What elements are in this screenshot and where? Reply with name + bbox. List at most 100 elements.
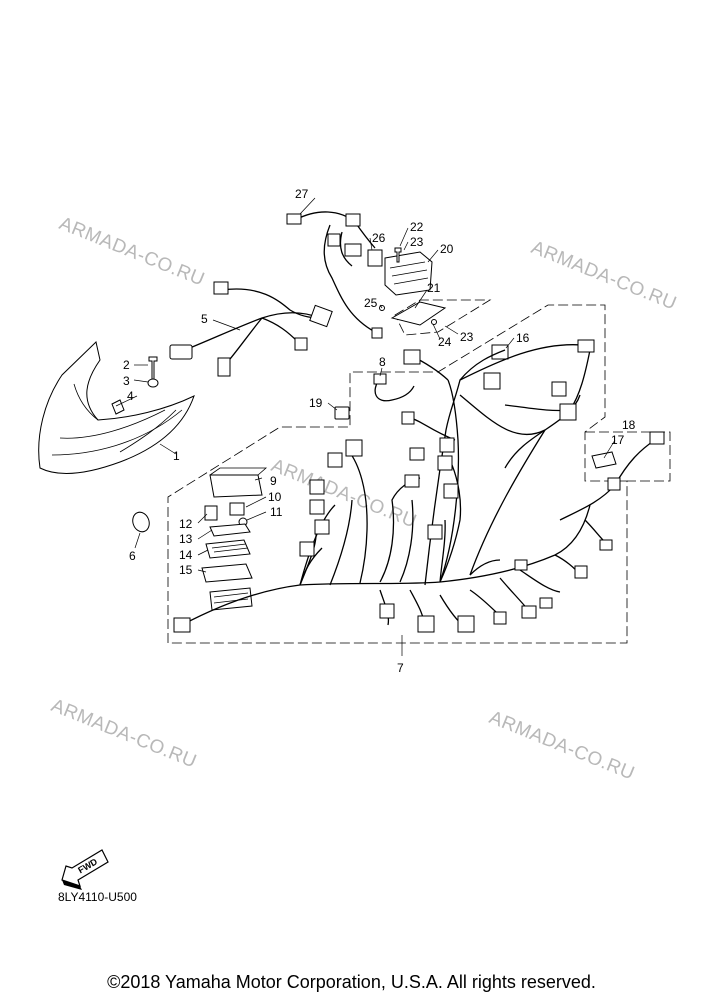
clip — [111, 399, 125, 415]
relay-9 — [209, 474, 263, 498]
callout-21: 21 — [427, 281, 441, 295]
connector — [401, 411, 415, 425]
callout-15: 15 — [179, 563, 193, 577]
connector — [574, 565, 588, 579]
connector — [344, 243, 362, 257]
callout-4: 4 — [127, 389, 134, 403]
connector — [403, 349, 421, 365]
cover-15 — [201, 563, 253, 583]
headlight-sub-harness — [169, 281, 333, 377]
sub-lead-outline — [585, 431, 671, 482]
callout-5: 5 — [201, 312, 208, 326]
callout-14: 14 — [179, 548, 193, 562]
relay-10 — [229, 502, 245, 516]
connector — [169, 344, 193, 360]
connector — [286, 213, 302, 225]
watermark: ARMADA-CO.RU — [56, 213, 207, 290]
callout-labels: 1 2 3 4 5 6 7 8 9 10 11 12 13 14 15 16 1… — [123, 187, 636, 675]
connector — [514, 559, 528, 571]
callout-27: 27 — [295, 187, 309, 201]
callout-10: 10 — [268, 490, 282, 504]
connector — [551, 381, 567, 397]
callout-6: 6 — [129, 549, 136, 563]
connector — [309, 479, 325, 495]
connector — [379, 603, 395, 619]
relay-assembly-outline — [394, 299, 492, 336]
headlight-cowl — [38, 341, 195, 474]
callout-18: 18 — [622, 418, 636, 432]
connector — [327, 233, 341, 247]
callout-16: 16 — [516, 331, 530, 345]
connector — [483, 372, 501, 390]
callout-25: 25 — [364, 296, 378, 310]
lead-8 — [373, 373, 415, 402]
connector — [309, 499, 325, 515]
connector — [404, 474, 420, 488]
callout-1: 1 — [173, 449, 180, 463]
connector — [409, 447, 425, 461]
callout-17: 17 — [611, 433, 625, 447]
connector — [457, 615, 475, 633]
fuse-box-14 — [205, 539, 251, 559]
callout-9: 9 — [270, 474, 277, 488]
connector — [299, 541, 315, 557]
callout-8: 8 — [379, 355, 386, 369]
label-18 — [591, 451, 617, 469]
band — [132, 511, 150, 533]
connector — [427, 524, 443, 540]
main-wire-harness — [173, 339, 613, 633]
connector — [345, 439, 363, 457]
watermark: ARMADA-CO.RU — [48, 695, 199, 772]
connector — [367, 249, 383, 267]
watermark: ARMADA-CO.RU — [268, 455, 419, 532]
connector — [443, 483, 459, 499]
connector — [607, 477, 621, 491]
callout-11: 11 — [270, 505, 283, 519]
connector — [437, 455, 453, 471]
callout-7: 7 — [397, 661, 404, 675]
watermark: ARMADA-CO.RU — [486, 707, 637, 784]
connector — [173, 617, 191, 633]
connector — [314, 519, 330, 535]
watermark: ARMADA-CO.RU — [528, 237, 679, 314]
connector — [439, 437, 455, 453]
callout-3: 3 — [123, 374, 130, 388]
grommet — [147, 378, 159, 388]
bracket — [390, 301, 447, 326]
callout-24: 24 — [438, 335, 452, 349]
connector — [599, 539, 613, 551]
connector-19 — [334, 406, 350, 420]
connector — [577, 339, 595, 353]
callout-2: 2 — [123, 358, 130, 372]
connector — [373, 373, 387, 385]
connector — [345, 213, 361, 227]
connector — [294, 337, 308, 351]
connector — [213, 281, 229, 295]
connector — [649, 431, 665, 445]
callout-13: 13 — [179, 532, 193, 546]
connector — [417, 615, 435, 633]
copyright-notice: ©2018 Yamaha Motor Corporation, U.S.A. A… — [107, 972, 596, 992]
lead-17 — [559, 431, 665, 521]
callout-22: 22 — [410, 220, 424, 234]
callout-23: 23 — [410, 235, 424, 249]
connector — [371, 327, 383, 339]
connector — [327, 452, 343, 468]
fuse-box-group — [201, 467, 268, 611]
upper-sub-lead — [286, 211, 383, 339]
cowl-fasteners — [111, 356, 159, 415]
connector — [217, 357, 231, 377]
fuse-13 — [209, 523, 251, 537]
bolt — [148, 356, 158, 381]
callout-20: 20 — [440, 242, 454, 256]
connector — [493, 611, 507, 625]
connector — [559, 403, 577, 421]
callout-26: 26 — [372, 231, 386, 245]
callout-23: 23 — [460, 330, 474, 344]
part-code: 8LY4110-U500 — [58, 890, 137, 904]
relay-unit — [379, 247, 447, 326]
callout-19: 19 — [309, 396, 323, 410]
fwd-arrow-icon: FWD — [61, 849, 109, 890]
relay-12 — [204, 505, 218, 521]
